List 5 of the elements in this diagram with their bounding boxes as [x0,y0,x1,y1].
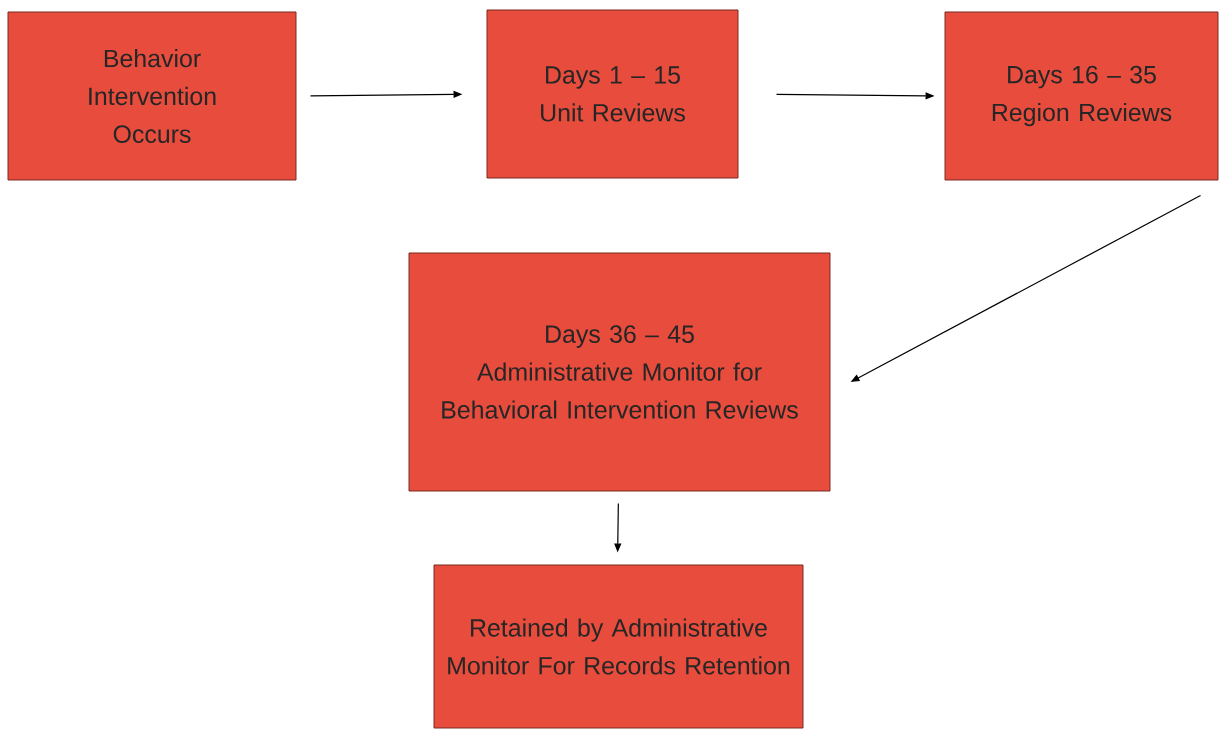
process-box: Days 1 – 15 Unit Reviews [486,9,739,179]
process-box: Days 16 – 35 Region Reviews [944,11,1219,181]
process-box: Behavior Intervention Occurs [7,11,297,181]
process-box: Days 36 – 45 Administrative Monitor for Behavioral Intervention Reviews [408,252,831,492]
process-box: Retained by Administrative Monitor For Records Retention [433,564,804,729]
